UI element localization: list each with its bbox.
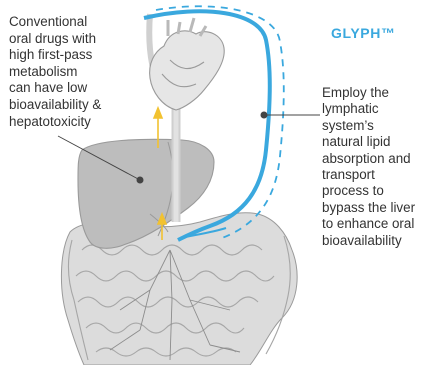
glyph-brand-title: GLYPH™ <box>331 25 396 41</box>
lymphatic-route-caption: Employ the lymphatic system’s natural li… <box>322 85 425 249</box>
conventional-drugs-caption: Conventional oral drugs with high first-… <box>9 14 139 130</box>
heart <box>150 18 225 110</box>
